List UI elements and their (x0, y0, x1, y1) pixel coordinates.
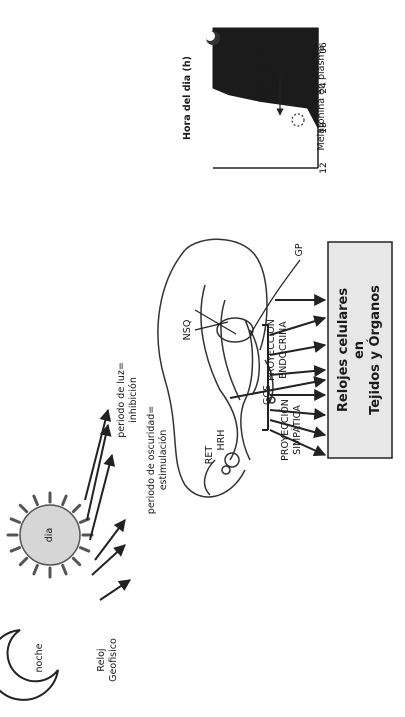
moon-label: noche (34, 644, 46, 673)
sun-ray (34, 496, 37, 504)
nsq-label: NSQ (182, 320, 194, 341)
sun-ray (20, 505, 26, 511)
dark-effect-label: periodo de oscuridad= estimulación (146, 406, 170, 514)
gcs-label: GCS (262, 385, 274, 405)
dark-arrows (92, 520, 130, 600)
endocrine-projection-label: PROYECCIÓN ENDOCRINA (266, 319, 290, 381)
sun-ray (73, 558, 79, 564)
sun-ray (11, 548, 19, 551)
sun-label: dia (44, 528, 56, 543)
sun-ray (63, 496, 66, 504)
gp-label: GP (294, 243, 306, 256)
output-box-text: Relojes celulares en Tejidos y Órganos (336, 285, 384, 415)
sun-ray (80, 548, 88, 551)
light-effect-label: periodo de luz= inhibición (116, 362, 140, 438)
chart-xlabel: Hora del dia (h) (182, 56, 194, 140)
sun-ray (20, 558, 26, 564)
chart-title: Melatonina Circadiana (258, 49, 282, 102)
sun-small-icon (292, 114, 304, 126)
sun-ray (73, 505, 79, 511)
ret-label: RET (204, 446, 216, 464)
light-arrows (85, 410, 112, 540)
brain-outline (158, 239, 275, 497)
hrh-label: HRH (216, 430, 228, 451)
chart-x-tick: 12 (319, 162, 329, 173)
reloj-label: Reloj Geofisico (96, 638, 120, 682)
sun-ray (34, 565, 37, 573)
sympathetic-projection-label: PROYECCIÓN SIMPÁTICA (280, 399, 304, 461)
moon-icon (0, 630, 58, 700)
moon-small-icon (205, 31, 220, 45)
chart-ylabel: Melatonina en plasma (316, 46, 328, 151)
sun-ray (63, 565, 66, 573)
sun-ray (11, 519, 19, 522)
